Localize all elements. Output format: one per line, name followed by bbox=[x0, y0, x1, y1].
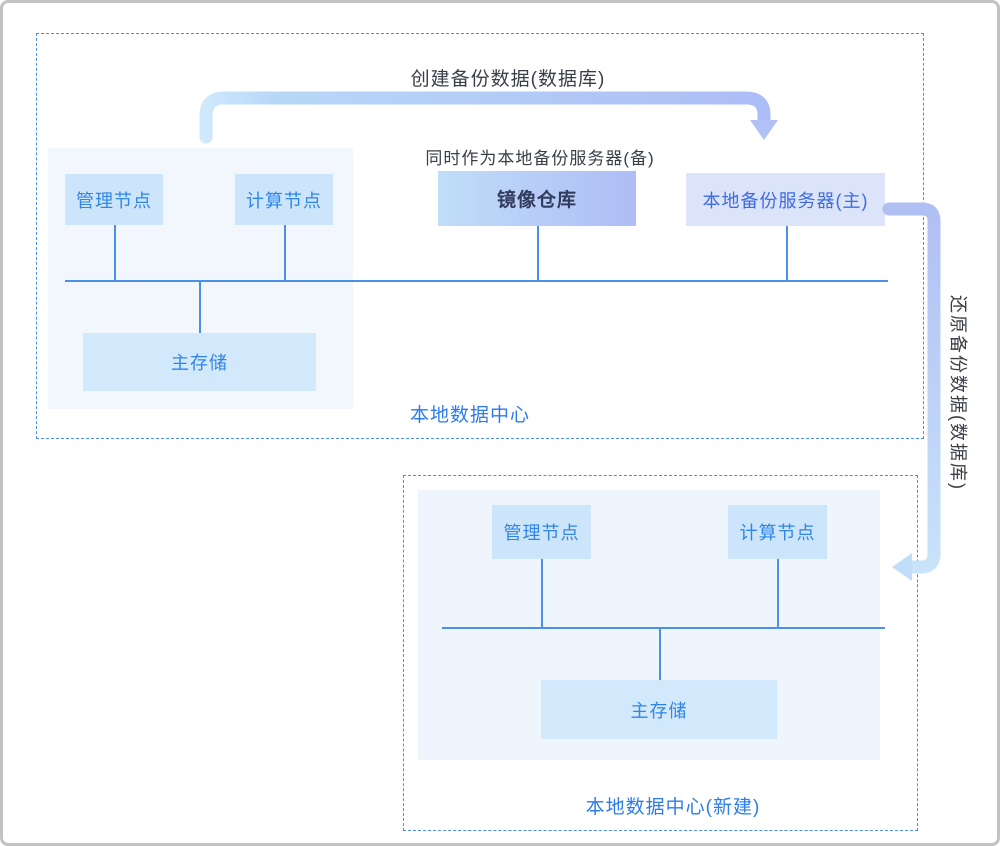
dc2-boundary bbox=[403, 475, 918, 831]
dc2-management-node-box: 管理节点 bbox=[492, 505, 591, 559]
restore-backup-flow-label: 还原备份数据(数据库) bbox=[948, 295, 968, 491]
dc2-compute-connector-line bbox=[777, 559, 779, 627]
local-backup-server-primary-box: 本地备份服务器(主) bbox=[686, 173, 885, 226]
dc2-title: 本地数据中心(新建) bbox=[585, 797, 761, 818]
create-backup-flow-label: 创建备份数据(数据库) bbox=[410, 69, 606, 90]
dc1-compute-connector-line bbox=[284, 225, 286, 281]
dc1-title: 本地数据中心 bbox=[410, 405, 531, 426]
dc2-compute-node-box: 计算节点 bbox=[728, 505, 827, 559]
dc1-management-connector-line bbox=[114, 225, 116, 281]
dc2-primary-storage-box: 主存储 bbox=[541, 680, 777, 739]
mirror-repository-box: 镜像仓库 bbox=[438, 171, 636, 226]
dc2-storage-connector-line bbox=[659, 628, 661, 680]
standby-server-note-label: 同时作为本地备份服务器(备) bbox=[425, 149, 655, 168]
dc1-compute-node-box: 计算节点 bbox=[235, 174, 333, 225]
dc1-backup-server-connector-line bbox=[786, 226, 788, 281]
dc1-primary-storage-box: 主存储 bbox=[83, 333, 316, 391]
dc1-network-bus-line bbox=[65, 280, 888, 282]
dc2-management-connector-line bbox=[541, 559, 543, 627]
dc1-storage-connector-line bbox=[199, 281, 201, 333]
dc2-network-bus-line bbox=[442, 627, 885, 629]
dc1-mirror-connector-line bbox=[537, 226, 539, 281]
dc1-management-node-box: 管理节点 bbox=[65, 174, 163, 225]
